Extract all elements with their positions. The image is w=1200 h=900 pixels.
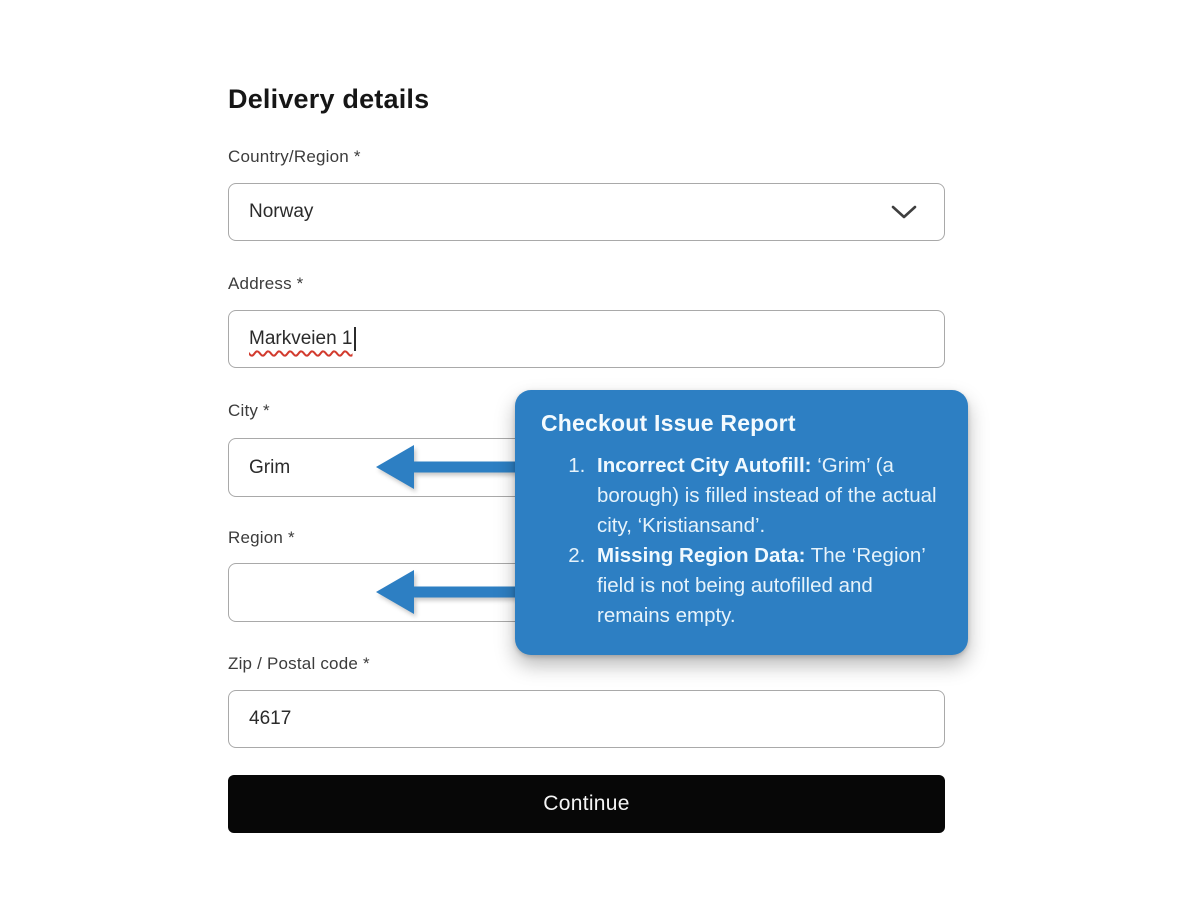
continue-button[interactable]: Continue	[228, 775, 945, 833]
city-label: City *	[228, 401, 270, 420]
zip-input[interactable]: 4617	[228, 690, 945, 748]
zip-label: Zip / Postal code *	[228, 654, 370, 673]
country-region-value: Norway	[249, 201, 314, 222]
arrow-to-city-icon	[376, 445, 522, 489]
callout-title: Checkout Issue Report	[541, 410, 796, 436]
checkout-issue-report-callout: Checkout Issue Report Incorrect City Aut…	[515, 390, 968, 655]
callout-issue-list: Incorrect City Autofill: ‘Grim’ (a borou…	[591, 451, 944, 631]
address-value: Markveien 1	[249, 328, 353, 349]
chevron-down-icon	[888, 203, 920, 221]
region-label: Region *	[228, 528, 295, 547]
text-cursor	[353, 327, 356, 351]
callout-issue-item: Incorrect City Autofill: ‘Grim’ (a borou…	[591, 451, 944, 541]
country-region-label: Country/Region *	[228, 147, 361, 166]
address-label: Address *	[228, 274, 304, 293]
address-input[interactable]: Markveien 1	[228, 310, 945, 368]
callout-issue-item: Missing Region Data: The ‘Region’ field …	[591, 541, 944, 631]
country-region-select[interactable]: Norway	[228, 183, 945, 241]
zip-value: 4617	[249, 708, 292, 729]
city-value: Grim	[249, 456, 291, 478]
arrow-to-region-icon	[376, 570, 522, 614]
page-title: Delivery details	[228, 84, 430, 114]
